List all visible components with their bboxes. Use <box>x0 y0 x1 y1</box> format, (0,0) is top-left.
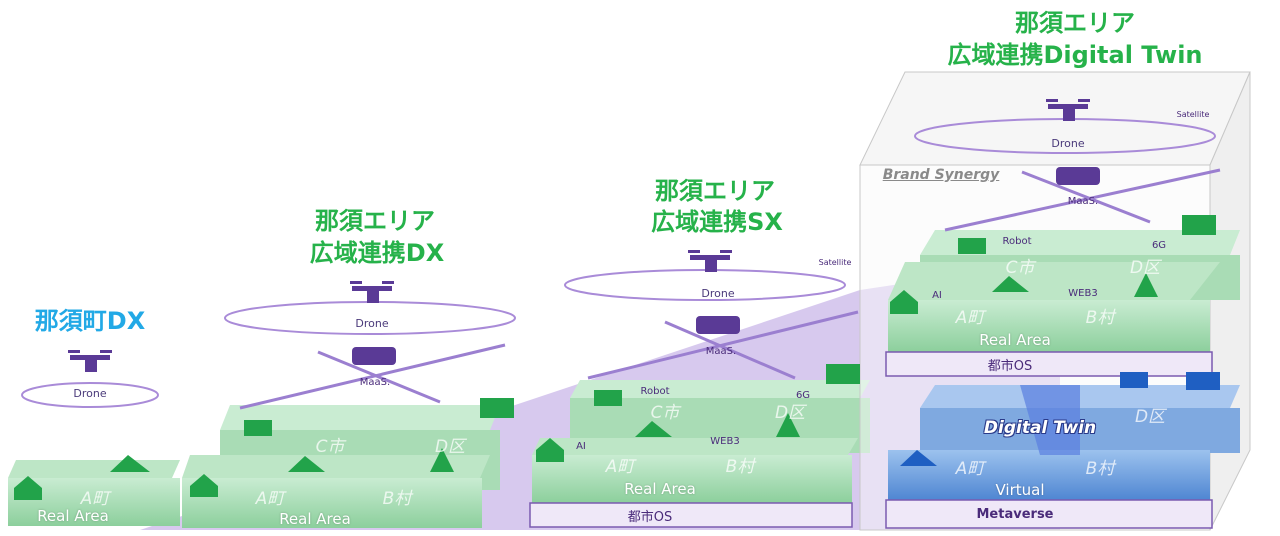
stage4-satellite-label: Satellite <box>1176 110 1210 119</box>
stage4-maas-label: MaaS. <box>1067 196 1099 207</box>
tree-icon <box>1134 273 1158 297</box>
stage4-real-area: Real Area <box>979 331 1051 349</box>
house-icon <box>536 438 564 462</box>
stage2-title-line2: 広域連携DX <box>309 239 445 267</box>
stage4-title-line1: 那須エリア <box>1015 9 1135 37</box>
stage4-town-a: A町 <box>955 308 985 328</box>
drone-orbit-1 <box>21 382 159 408</box>
virtual-factory-icon <box>1186 372 1220 390</box>
virtual-slab <box>888 450 1210 500</box>
stage1-title: 那須町DX <box>34 307 146 335</box>
stage4-village-b: B村 <box>1085 308 1115 328</box>
stage3-city-c: C市 <box>650 403 680 423</box>
stage3-village-b: B村 <box>725 457 755 477</box>
stage4-robot-label: Robot <box>1002 236 1032 247</box>
slab-stage4-top <box>888 262 1220 300</box>
arrow-stage4-b <box>1021 170 1151 224</box>
stage4-virtual-town-a: A町 <box>955 459 985 479</box>
digital-twin-logo-shape <box>1020 385 1080 455</box>
stage4-virtual-ward-d: D区 <box>1134 407 1166 427</box>
stage4-city-c: C市 <box>1005 258 1035 278</box>
stage3-real-area: Real Area <box>624 480 696 498</box>
school-icon <box>594 390 622 406</box>
stage2-title-line1: 那須エリア <box>315 207 435 235</box>
stage2-town-a: A町 <box>255 489 285 509</box>
mountain-icon <box>110 455 150 472</box>
stage3-maas-label: MaaS. <box>705 346 737 357</box>
stage2-village-b: B村 <box>382 489 412 509</box>
arrow-stage2-a <box>239 343 506 410</box>
slab-stage3-top <box>532 438 858 455</box>
stage3-robot-label: Robot <box>640 386 670 397</box>
virtual-school-icon <box>1120 372 1148 388</box>
slab-stage1-top <box>8 460 180 478</box>
stage3-ai-label: AI <box>576 441 586 452</box>
metaverse-label: Metaverse <box>976 507 1054 522</box>
house-icon <box>190 474 218 497</box>
mountain-icon <box>288 456 325 472</box>
drone-icon <box>68 99 1090 372</box>
stage3-title-line1: 那須エリア <box>655 177 775 205</box>
stage4-web3-label: WEB3 <box>1068 288 1098 299</box>
stage2-city-c: C市 <box>315 437 345 457</box>
os-base-stage3 <box>529 502 853 528</box>
arrow-stage2-b <box>317 350 441 404</box>
stage4-drone-label: Drone <box>1051 137 1085 150</box>
stage3-6g-label: 6G <box>795 390 811 401</box>
digital-twin-logo: Digital Twin <box>983 418 1097 438</box>
factory-icon <box>826 364 860 384</box>
tree-icon <box>776 413 800 437</box>
house-icon <box>890 290 918 314</box>
bus-icon <box>352 167 1100 365</box>
stage3-satellite-label: Satellite <box>818 258 852 267</box>
stage4-virtual-village-b: B村 <box>1085 459 1115 479</box>
stage4-title-line2: 広域連携Digital Twin <box>947 41 1203 69</box>
slab-stage2 <box>182 478 482 528</box>
house-icon <box>14 476 42 500</box>
school-icon <box>244 420 272 436</box>
mountain-icon <box>635 421 672 437</box>
stage2-maas-label: MaaS. <box>359 377 391 388</box>
stage4-6g-label: 6G <box>1151 240 1167 251</box>
stage3-title-line2: 広域連携SX <box>651 208 783 236</box>
stage3-drone-label: Drone <box>701 287 735 300</box>
arrow-stage3-b <box>664 320 796 380</box>
virtual-label: Virtual <box>995 481 1045 499</box>
stage3-web3-label: WEB3 <box>710 436 740 447</box>
school-icon <box>958 238 986 254</box>
virtual-mountain-icon <box>900 450 937 466</box>
stage3-town-a: A町 <box>605 457 635 477</box>
stage4-ward-d: D区 <box>1129 258 1161 278</box>
stage1-town-a: A町 <box>80 489 110 509</box>
stage2-drone-label: Drone <box>355 317 389 330</box>
os-base-stage4 <box>885 351 1213 377</box>
slab-stage4-back-top <box>920 230 1240 255</box>
slab-stage4 <box>888 300 1210 352</box>
factory-icon <box>1182 215 1216 235</box>
stage2-ward-d: D区 <box>434 437 466 457</box>
stage1-drone-label: Drone <box>73 387 107 400</box>
slab-stage3-back-top <box>570 380 870 398</box>
slab-stage2-back-top <box>220 405 500 430</box>
mountain-icon <box>992 276 1029 292</box>
stage4-city-os: 都市OS <box>987 359 1033 374</box>
factory-icon <box>480 398 514 418</box>
stage3-city-os: 都市OS <box>627 510 673 525</box>
stage4-ai-label: AI <box>932 290 942 301</box>
arrow-stage3-a <box>587 310 859 380</box>
slab-stage3 <box>532 455 852 503</box>
stage3-ward-d: D区 <box>774 403 806 423</box>
arrow-stage4-a <box>944 168 1221 232</box>
stage1-real-area: Real Area <box>37 507 109 525</box>
tree-icon <box>430 448 454 472</box>
metaverse-base <box>885 499 1213 529</box>
slab-stage2-top <box>182 455 490 478</box>
stage2-real-area: Real Area <box>279 510 351 528</box>
brand-synergy-label: Brand Synergy <box>882 167 1000 183</box>
